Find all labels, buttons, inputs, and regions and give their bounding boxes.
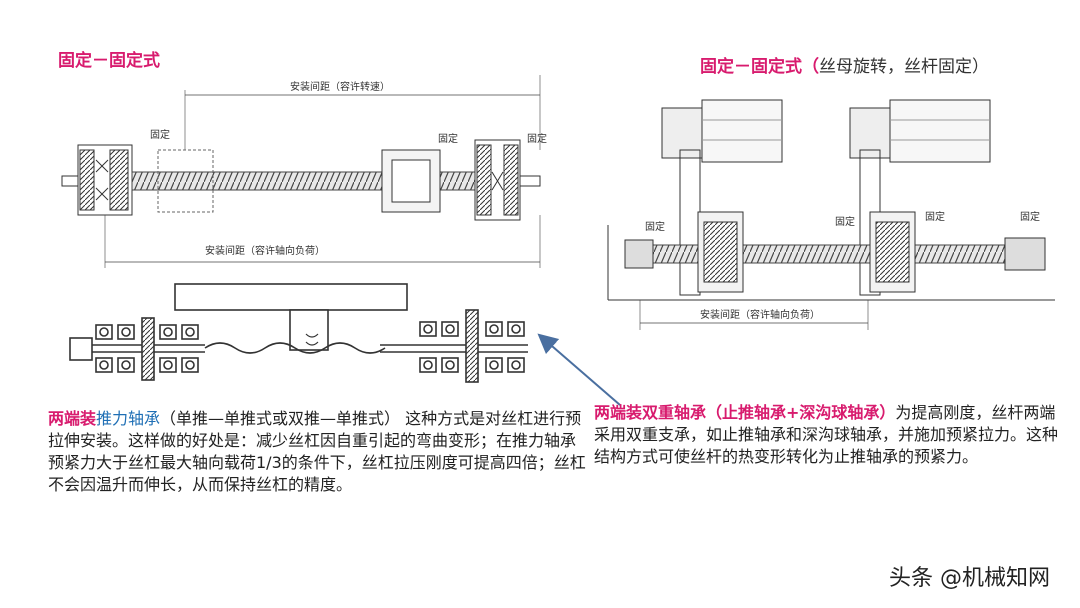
sch-ball-l2 [99,360,109,370]
sch-ball-r4 [445,360,455,370]
schematic-nut [289,309,329,351]
sch-ball-r2 [423,360,433,370]
schematic-screw-wave [204,342,386,354]
sch-ball-l5 [163,327,173,337]
sch-ball-r1 [423,324,433,334]
right-support-right [1004,237,1046,271]
right-title-main: 固定－固定式 [700,57,802,77]
right-title-paren-open: （ [802,57,819,77]
sch-brg-l3 [117,324,135,340]
sch-ball-r3 [445,324,455,334]
sch-brg-l6 [159,357,177,373]
nut-unit-right-hatch [875,221,910,283]
sch-brg-l7 [181,324,199,340]
bearing-housing-left-hatch2 [109,149,129,211]
bearing-housing-right-hatch2 [503,144,519,216]
fixed-label-2: 固定 [438,132,458,145]
bearing-cross-l4 [95,187,109,201]
right-dim-label: 安装间距（容许轴向负荷） [700,308,820,321]
fixed-label-1: 固定 [150,128,170,141]
schematic-table [174,283,408,311]
sch-ball-r8 [511,360,521,370]
schematic-nut-symbol [305,333,319,346]
right-title-sub: 丝母旋转，丝杆固定 [819,57,972,77]
right-fixed-label-1: 固定 [645,220,665,233]
bearing-housing-right-hatch [476,144,492,216]
pointer-arrow [537,333,621,406]
sch-brg-l4 [117,357,135,373]
sch-ball-l3 [121,327,131,337]
sch-ball-r5 [489,324,499,334]
nut-ghost-left [157,149,214,213]
nut-center-inner [391,159,431,203]
sch-brg-l2 [95,357,113,373]
sch-brg-r4 [441,357,459,373]
right-support-left [624,239,654,269]
dim-label-top: 安装间距（容许转速） [290,80,390,93]
sch-ball-l8 [185,360,195,370]
sch-housing-r [465,309,479,383]
bearing-cross-l2 [95,159,109,173]
sch-brg-l8 [181,357,199,373]
right-fixed-label-4: 固定 [1020,210,1040,223]
sch-brg-r1 [419,321,437,337]
right-description: 两端装双重轴承（止推轴承+深沟球轴承）为提高刚度，丝杆两端采用双重支承，如止推轴… [594,402,1064,468]
left-description: 两端装推力轴承（单推—单推式或双推—单推式） 这种方式是对丝杠进行预拉伸安装。这… [48,408,588,496]
bearing-housing-left-hatch [79,149,95,211]
left-diagram-title: 固定－固定式 [58,51,160,71]
bearing-cross-r2 [491,171,504,191]
sch-brg-r2 [419,357,437,373]
sch-ball-l6 [163,360,173,370]
motor-left-body [701,99,783,163]
fixed-label-3: 固定 [527,132,547,145]
sch-brg-r7 [507,321,525,337]
left-desc-link[interactable]: 推力轴承 [96,409,161,428]
sch-brg-r8 [507,357,525,373]
sch-ball-r6 [489,360,499,370]
left-desc-body: （单推—单推式或双推—单推式） 这种方式是对丝杠进行预拉伸安装。这样做的好处是：… [48,409,586,494]
sch-brg-r6 [485,357,503,373]
dim-label-bottom: 安装间距（容许轴向负荷） [205,244,325,257]
nut-unit-left-hatch [703,221,738,283]
sch-brg-l1 [95,324,113,340]
left-schematic [69,283,528,383]
motor-right-body [889,99,991,163]
left-desc-keyword: 两端装 [48,409,97,428]
sch-ball-r7 [511,324,521,334]
watermark: 头条 @机械知网 [889,566,1050,591]
left-ballscrew-drawing: 安装间距（容许转速） 固定 固定 固定 安装间距（容许 [61,75,547,268]
sch-ball-l1 [99,327,109,337]
sch-housing-l [141,317,155,381]
sch-ball-l4 [121,360,131,370]
sch-brg-r5 [485,321,503,337]
screw-thread-right [439,171,476,191]
shaft-end-left [61,175,79,187]
right-fixed-label-3: 固定 [925,210,945,223]
right-ballscrew-drawing: 固定 固定 固定 固定 安装间距（容许轴向负荷） [607,99,1055,330]
sch-brg-l5 [159,324,177,340]
belt-left [679,149,701,296]
right-title-paren-close: ） [972,57,989,77]
right-fixed-label-2: 固定 [835,215,855,228]
screw-thread-left [131,171,383,191]
shaft-end-right [519,175,541,187]
right-desc-keyword: 两端装双重轴承（止推轴承+深沟球轴承） [594,403,896,422]
sch-ball-l7 [185,327,195,337]
schematic-coupling [69,337,93,361]
sch-brg-r3 [441,321,459,337]
right-diagram-title: 固定－固定式（丝母旋转，丝杆固定） [700,52,989,77]
right-desc-body: 为提高刚度，丝杆两端采用双重支承，如止推轴承和深沟球轴承，并施加预紧拉力。这种结… [594,403,1059,466]
